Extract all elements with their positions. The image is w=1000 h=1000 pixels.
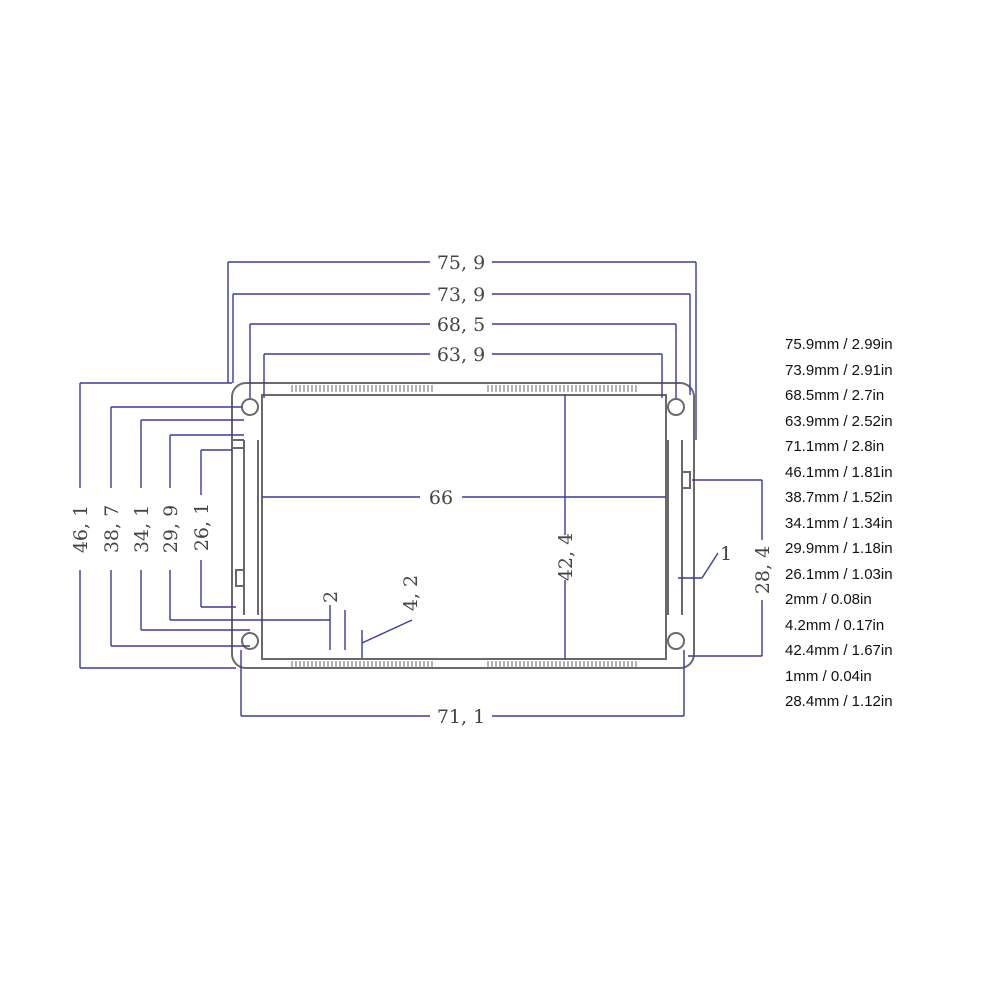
dim-line-29-9 — [169, 434, 330, 621]
left-slot-bracket — [235, 569, 244, 587]
inner-cavity — [261, 394, 667, 660]
label-38-7: 38, 7 — [101, 505, 123, 553]
dim-line-26-1 — [200, 449, 236, 608]
dim-line-75-9 — [227, 261, 697, 440]
label-63-9: 63, 9 — [437, 344, 485, 366]
outer-shell — [231, 382, 695, 669]
conversion-item: 28.4mm / 1.12in — [785, 693, 893, 710]
label-4-2: 4, 2 — [400, 575, 422, 611]
dim-line-68-5 — [249, 323, 677, 398]
dim-line-1 — [678, 552, 719, 579]
label-75-9: 75, 9 — [437, 252, 485, 274]
label-46-1: 46, 1 — [70, 505, 92, 553]
dim-line-71-1 — [240, 650, 685, 717]
conversion-item: 68.5mm / 2.7in — [785, 387, 885, 404]
label-34-1: 34, 1 — [131, 505, 153, 553]
label-28-4: 28, 4 — [752, 546, 774, 594]
dim-line-28-4 — [688, 479, 763, 657]
label-42-4: 42, 4 — [555, 533, 577, 581]
conversion-item: 75.9mm / 2.99in — [785, 336, 893, 353]
dim-line-46-1 — [79, 382, 236, 669]
boss-bottom-left — [241, 632, 259, 650]
conversion-item: 1mm / 0.04in — [785, 667, 872, 685]
conversion-item: 34.1mm / 1.34in — [785, 514, 893, 532]
cooling-fins — [291, 385, 637, 667]
conversion-item: 71.1mm / 2.8in — [785, 438, 885, 455]
unit-conversion-list: 75.9mm / 2.99in 73.9mm / 2.91in 68.5mm /… — [785, 332, 893, 715]
conversion-item: 2mm / 0.08in — [785, 591, 872, 608]
label-71-1: 71, 1 — [437, 706, 485, 728]
right-slot-bracket — [682, 471, 691, 489]
label-73-9: 73, 9 — [437, 284, 485, 306]
conversion-item: 38.7mm / 1.52in — [785, 489, 893, 506]
dim-line-4-2 — [361, 619, 413, 658]
screw-bosses — [241, 398, 685, 650]
conversion-item: 29.9mm / 1.18in — [785, 540, 893, 557]
label-26-1: 26, 1 — [191, 503, 213, 551]
conversion-item: 26.1mm / 1.03in — [785, 565, 893, 583]
conversion-item: 42.4mm / 1.67in — [785, 642, 893, 659]
dimension-lines — [79, 261, 763, 717]
dimension-labels: 75, 9 73, 9 68, 5 63, 9 66 71, 1 46, 1 3… — [70, 252, 774, 728]
conversion-item: 46.1mm / 1.81in — [785, 463, 893, 481]
dim-line-38-7 — [110, 406, 250, 647]
enclosure-profile — [231, 382, 695, 669]
dim-line-73-9 — [232, 293, 691, 395]
label-29-9: 29, 9 — [160, 505, 182, 553]
label-66: 66 — [429, 487, 453, 509]
label-2: 2 — [320, 591, 342, 603]
conversion-item: 63.9mm / 2.52in — [785, 412, 893, 430]
left-upper-tab — [232, 439, 244, 449]
dim-line-2 — [329, 605, 346, 650]
dim-line-63-9 — [263, 353, 663, 398]
conversion-item: 4.2mm / 0.17in — [785, 616, 885, 634]
boss-top-left — [241, 398, 259, 416]
conversion-item: 73.9mm / 2.91in — [785, 361, 893, 379]
label-1: 1 — [720, 543, 732, 565]
boss-bottom-right — [667, 632, 685, 650]
boss-top-right — [667, 398, 685, 416]
dim-line-34-1 — [140, 419, 250, 631]
label-68-5: 68, 5 — [437, 314, 485, 336]
